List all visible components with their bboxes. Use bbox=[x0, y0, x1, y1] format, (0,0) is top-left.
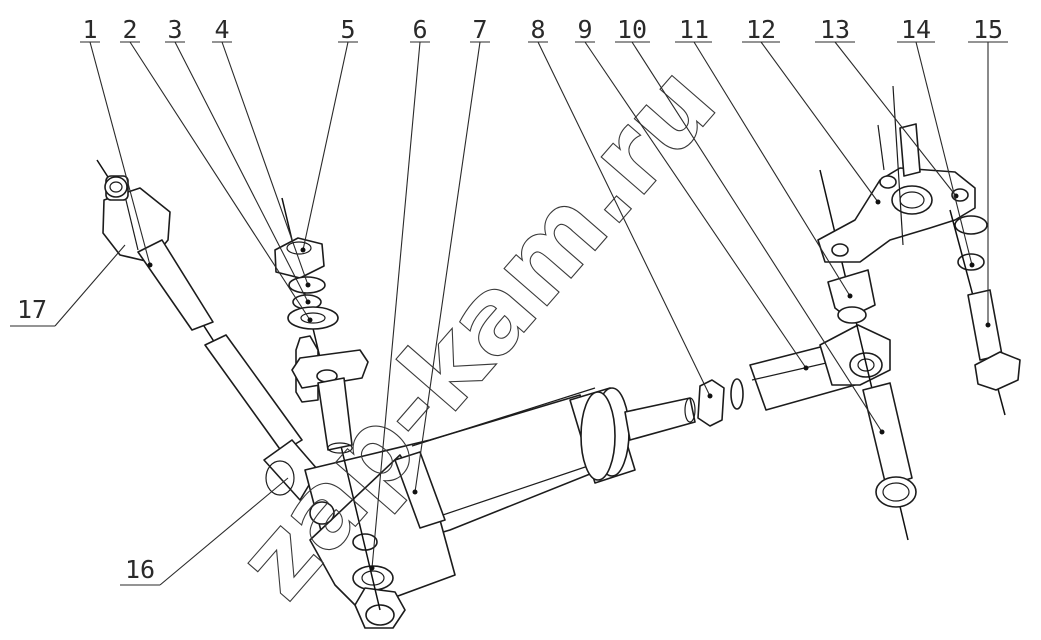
leader-3 bbox=[165, 41, 311, 305]
watermark-text: zap-kam.ru bbox=[214, 43, 740, 622]
callout-4: 4 bbox=[214, 15, 229, 44]
leader-17 bbox=[10, 244, 126, 327]
callout-12: 12 bbox=[746, 15, 776, 44]
callout-labels: 1 2 3 4 5 6 7 8 9 10 11 12 13 14 15 16 1… bbox=[17, 15, 1003, 584]
leader-9 bbox=[575, 41, 809, 371]
callout-9: 9 bbox=[577, 15, 592, 44]
callout-6: 6 bbox=[412, 15, 427, 44]
leader-10 bbox=[615, 41, 885, 435]
callout-15: 15 bbox=[973, 15, 1003, 44]
callout-11: 11 bbox=[679, 15, 709, 44]
callout-3: 3 bbox=[167, 15, 182, 44]
leader-16 bbox=[120, 477, 289, 586]
leader-14 bbox=[897, 41, 975, 268]
mounting-bracket bbox=[817, 85, 988, 271]
callout-10: 10 bbox=[617, 15, 647, 44]
callout-16: 16 bbox=[125, 555, 155, 584]
leader-5 bbox=[300, 41, 358, 253]
leader-2 bbox=[120, 41, 313, 323]
leader-8 bbox=[528, 41, 713, 399]
leader-15 bbox=[968, 41, 1008, 328]
callout-1: 1 bbox=[82, 15, 97, 44]
left-pin-stack bbox=[274, 197, 381, 611]
parts-drawing bbox=[96, 85, 1021, 629]
callout-17: 17 bbox=[17, 295, 47, 324]
rod-end bbox=[697, 324, 891, 427]
leader-1 bbox=[80, 41, 153, 268]
cylinder-base bbox=[309, 451, 456, 629]
callout-14: 14 bbox=[901, 15, 931, 44]
callout-2: 2 bbox=[122, 15, 137, 44]
callout-8: 8 bbox=[530, 15, 545, 44]
leader-4 bbox=[212, 41, 311, 288]
leader-6 bbox=[369, 41, 430, 571]
leader-lines bbox=[10, 41, 1008, 586]
leader-12 bbox=[742, 41, 881, 205]
callout-5: 5 bbox=[340, 15, 355, 44]
bolt bbox=[949, 209, 1021, 416]
callout-7: 7 bbox=[472, 15, 487, 44]
leader-11 bbox=[675, 41, 853, 299]
hose-assembly bbox=[96, 159, 319, 501]
leader-7 bbox=[412, 41, 490, 495]
callout-13: 13 bbox=[820, 15, 850, 44]
